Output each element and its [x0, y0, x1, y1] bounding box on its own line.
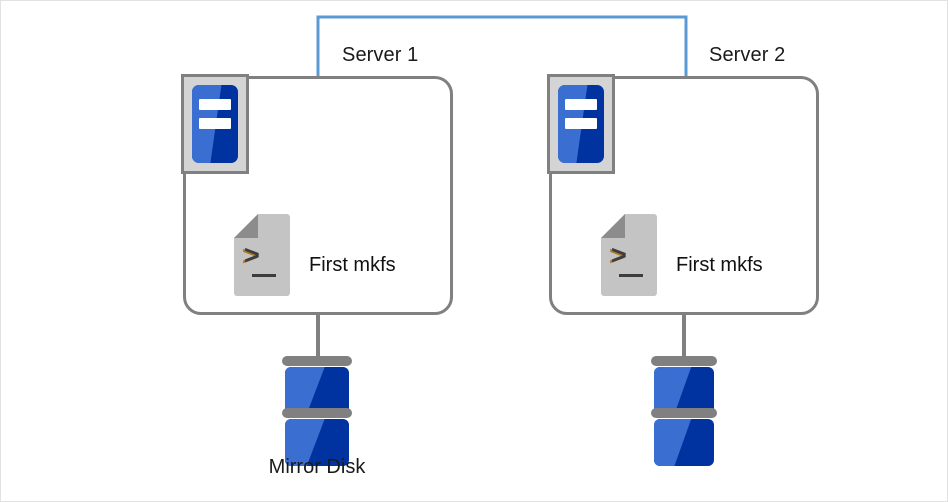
document-page — [601, 214, 657, 296]
chassis-slot-1 — [199, 99, 231, 110]
disk-bar-2 — [651, 408, 717, 418]
document-fold-corner — [601, 214, 625, 238]
server-2-label: Server 2 — [709, 44, 786, 66]
server-chassis — [192, 85, 238, 163]
chassis-slot-2 — [565, 118, 597, 129]
cursor-glyph — [619, 274, 643, 277]
server-1-disk-connector — [316, 314, 320, 357]
server-rack-icon — [547, 74, 615, 174]
prompt-glyph: > — [244, 240, 260, 270]
disk-platter-2-highlight — [654, 419, 692, 466]
server-2-process-label: First mkfs — [676, 254, 763, 276]
server-1-label: Server 1 — [342, 44, 419, 66]
disk-platter-1 — [285, 367, 349, 414]
terminal-script-icon: > — [234, 214, 290, 296]
document-fold-corner — [234, 214, 258, 238]
cursor-glyph — [252, 274, 276, 277]
terminal-script-icon: > — [601, 214, 657, 296]
server-2-disk-stack-icon — [651, 356, 717, 466]
disk-platter-2 — [285, 419, 349, 466]
disk-platter-1-highlight — [654, 367, 692, 414]
disk-platter-1-highlight — [285, 367, 325, 414]
server-chassis — [558, 85, 604, 163]
disk-bar-2 — [282, 408, 352, 418]
server-rack-icon — [181, 74, 249, 174]
chassis-slot-1 — [565, 99, 597, 110]
disk-bar-1 — [651, 356, 717, 366]
server-1-disk-stack-icon — [282, 356, 352, 466]
disk-platter-2 — [654, 419, 714, 466]
prompt-glyph: > — [611, 240, 627, 270]
chassis-slot-2 — [199, 118, 231, 129]
server-1-process-label: First mkfs — [309, 254, 396, 276]
document-page — [234, 214, 290, 296]
disk-bar-1 — [282, 356, 352, 366]
disk-platter-1 — [654, 367, 714, 414]
server-2-disk-connector — [682, 314, 686, 357]
server-1-disk-label: Mirror Disk — [268, 456, 366, 478]
